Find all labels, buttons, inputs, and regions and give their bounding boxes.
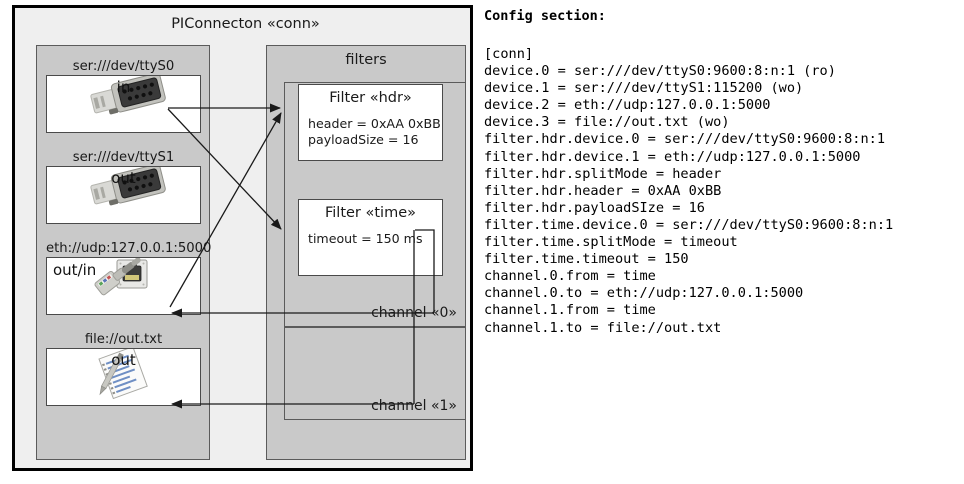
filter-time-props: timeout = 150 ms	[299, 231, 442, 247]
serial-port-icon	[47, 76, 200, 132]
text-file-icon	[47, 349, 200, 405]
filter-hdr-prop-header: header = 0xAA 0xBB	[308, 116, 441, 131]
config-line: device.1 = ser:///dev/ttyS1:115200 (wo)	[484, 80, 804, 97]
device-ttyS1-label: ser:///dev/ttyS1	[72, 150, 175, 165]
device-file-label: file://out.txt	[84, 332, 163, 347]
device-ttyS1-box[interactable]: out	[46, 166, 201, 224]
config-line: [conn]	[484, 46, 534, 62]
device-ttyS0-box[interactable]: in	[46, 75, 201, 133]
config-heading: Config section:	[484, 8, 606, 24]
channel-1-label: channel «1»	[371, 398, 457, 414]
device-ttyS1[interactable]: ser:///dev/ttyS1 out	[46, 149, 201, 224]
config-line: filter.time.timeout = 150	[484, 251, 689, 268]
config-line: filter.time.splitMode = timeout	[484, 234, 738, 251]
filter-time-box[interactable]: Filter «time» timeout = 150 ms	[298, 199, 443, 276]
filters-group-title: filters	[345, 52, 387, 68]
channel-1-box: channel «1»	[284, 327, 466, 420]
device-eth-box[interactable]: out/in	[46, 257, 201, 315]
config-line: filter.hdr.device.0 = ser:///dev/ttyS0:9…	[484, 131, 886, 148]
config-text: [conn]device.0 = ser:///dev/ttyS0:9600:8…	[484, 46, 893, 337]
device-file-box[interactable]: out	[46, 348, 201, 406]
device-eth-label: eth://udp:127.0.0.1:5000	[46, 241, 212, 256]
filters-group: filters channel «0» channel «1» Filter «…	[266, 45, 466, 460]
filter-hdr-title: Filter «hdr»	[329, 90, 412, 106]
ethernet-jack-icon	[47, 258, 200, 314]
config-line: filter.hdr.header = 0xAA 0xBB	[484, 182, 722, 199]
filter-time-title: Filter «time»	[324, 205, 417, 221]
device-file[interactable]: file://out.txt out	[46, 331, 201, 406]
connection-diagram-frame: PIConnecton «conn» ser:///dev/ttyS0 in	[12, 5, 473, 471]
filter-hdr-props: header = 0xAA 0xBB payloadSize = 16	[299, 116, 442, 147]
config-line: channel.1.to = file://out.txt	[484, 319, 722, 336]
filter-hdr-box[interactable]: Filter «hdr» header = 0xAA 0xBB payloadS…	[298, 84, 443, 161]
config-line: device.0 = ser:///dev/ttyS0:9600:8:n:1 (…	[484, 63, 836, 80]
diagram-title: PIConnecton «conn»	[171, 16, 320, 32]
config-line: channel.1.from = time	[484, 302, 656, 319]
config-line: channel.0.to = eth://udp:127.0.0.1:5000	[484, 285, 804, 302]
config-line: channel.0.from = time	[484, 268, 656, 285]
config-line: filter.hdr.payloadSIze = 16	[484, 199, 705, 216]
device-eth[interactable]: eth://udp:127.0.0.1:5000 out/in	[46, 240, 212, 315]
device-ttyS0-label: ser:///dev/ttyS0	[72, 59, 175, 74]
channel-0-label: channel «0»	[371, 305, 457, 321]
config-line: filter.hdr.device.1 = eth://udp:127.0.0.…	[484, 148, 861, 165]
config-panel: Config section: [conn]device.0 = ser:///…	[482, 0, 964, 484]
device-ttyS0[interactable]: ser:///dev/ttyS0 in	[46, 58, 201, 133]
config-line: device.2 = eth://udp:127.0.0.1:5000	[484, 97, 771, 114]
serial-port-icon	[47, 167, 200, 223]
config-line: filter.time.device.0 = ser:///dev/ttyS0:…	[484, 216, 894, 233]
config-line: filter.hdr.splitMode = header	[484, 165, 722, 182]
devices-group: ser:///dev/ttyS0 in	[36, 45, 212, 460]
filter-time-prop-timeout: timeout = 150 ms	[308, 231, 423, 246]
filter-hdr-prop-payloadsize: payloadSize = 16	[308, 131, 419, 147]
config-line: device.3 = file://out.txt (wo)	[484, 114, 730, 131]
